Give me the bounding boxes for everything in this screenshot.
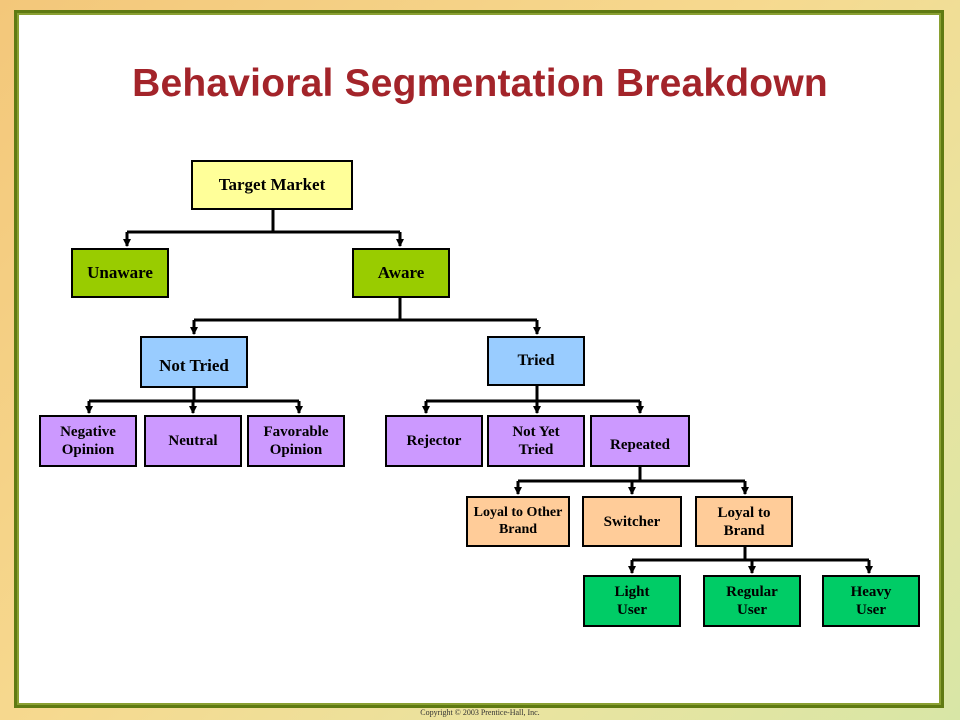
node-unaware: Unaware [71, 248, 169, 298]
node-repeated: Repeated [590, 415, 690, 467]
node-neutral: Neutral [144, 415, 242, 467]
node-favorable-opinion: Favorable Opinion [247, 415, 345, 467]
node-light-user: Light User [583, 575, 681, 627]
node-tried: Tried [487, 336, 585, 386]
connector-aware-to-trial [194, 298, 537, 322]
node-heavy-user: Heavy User [822, 575, 920, 627]
node-loyal-to-brand: Loyal to Brand [695, 496, 793, 547]
node-aware: Aware [352, 248, 450, 298]
node-not-yet-tried: Not Yet Tried [487, 415, 585, 467]
node-switcher: Switcher [582, 496, 682, 547]
slide-title: Behavioral Segmentation Breakdown [132, 62, 828, 105]
node-loyal-to-other-brand: Loyal to Other Brand [466, 496, 570, 547]
connector-tried-to-outcomes [426, 386, 640, 403]
connector-target-to-awareness [127, 210, 400, 234]
connector-loyal-to-usage [632, 547, 869, 562]
node-target-market: Target Market [191, 160, 353, 210]
connector-not-tried-to-opinions [89, 388, 299, 403]
node-not-tried: Not Tried [140, 336, 248, 388]
node-regular-user: Regular User [703, 575, 801, 627]
node-rejector: Rejector [385, 415, 483, 467]
copyright-notice: Copyright © 2003 Prentice-Hall, Inc. [420, 708, 540, 717]
node-negative-opinion: Negative Opinion [39, 415, 137, 467]
connector-repeated-to-loyalty [518, 467, 745, 483]
